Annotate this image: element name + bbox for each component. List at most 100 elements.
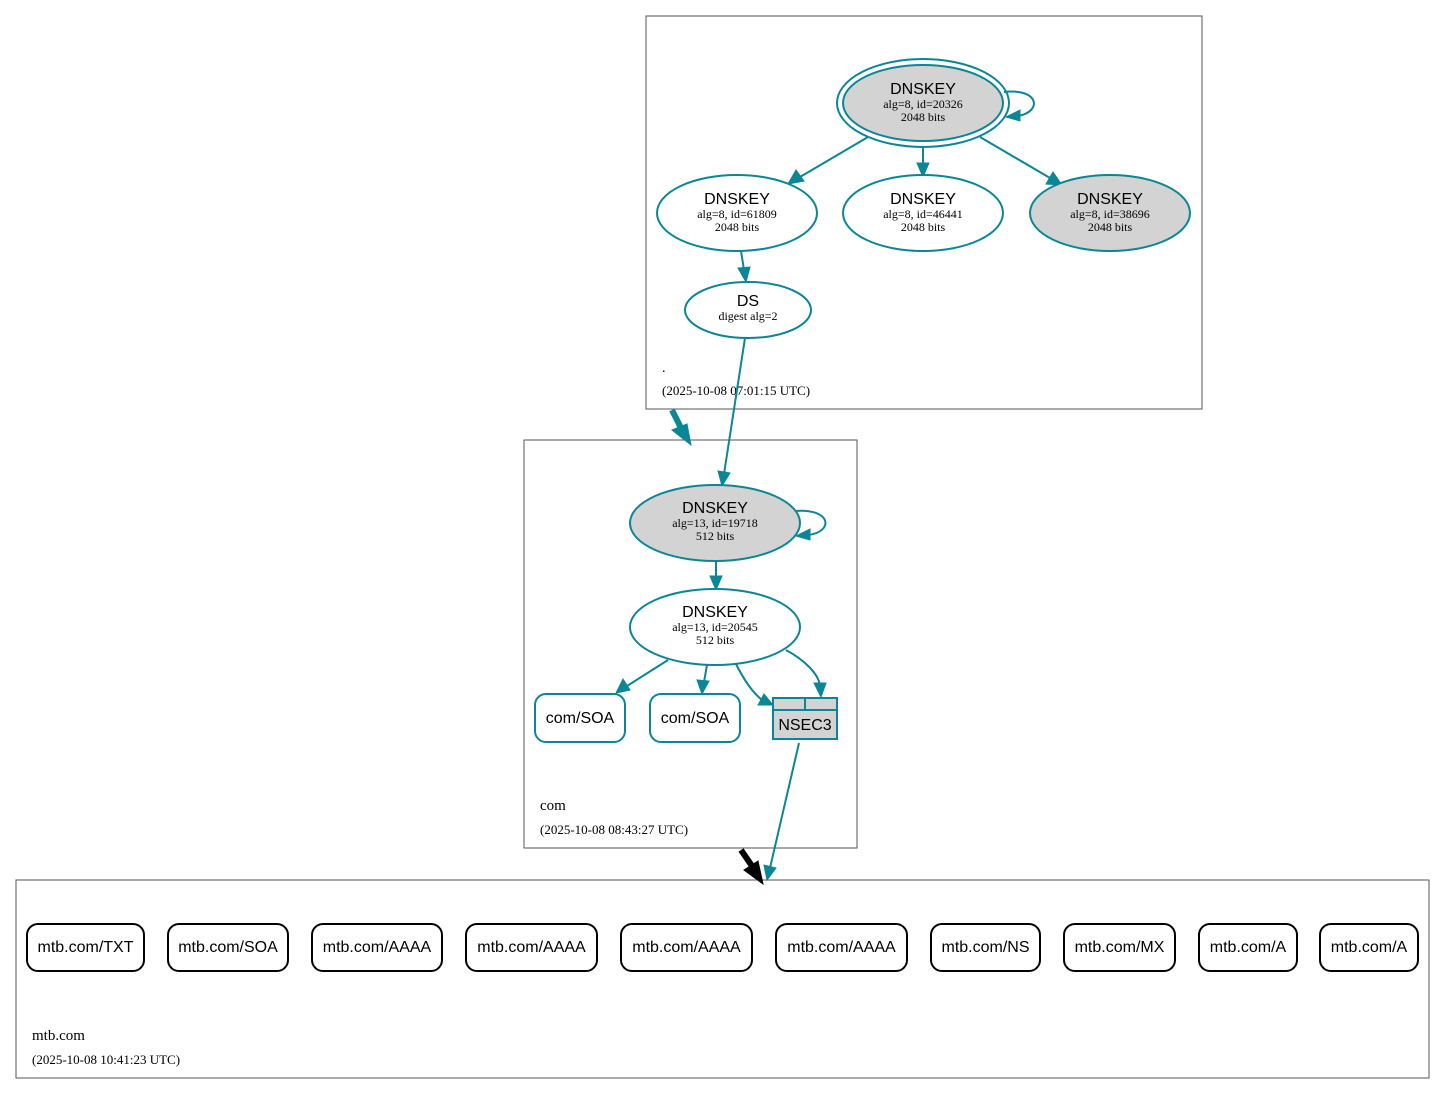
record-box (1198, 923, 1298, 972)
edge-com-zsk-to-soa2 (703, 664, 708, 683)
com-zsk-node[interactable]: DNSKEY alg=13, id=20545 512 bits (629, 588, 801, 666)
record-node[interactable]: mtb.com/A (1198, 923, 1298, 972)
com-soa1-node[interactable]: com/SOA (534, 693, 626, 743)
root-zsk1-ellipse (656, 174, 818, 252)
root-ksk-line2: 2048 bits (901, 110, 946, 124)
mtb-zone-name: mtb.com (32, 1028, 85, 1044)
root-zsk1-node[interactable]: DNSKEY alg=8, id=61809 2048 bits (656, 174, 818, 252)
arrow-com-zsk-to-soa2 (696, 679, 710, 696)
com-zone-timestamp: (2025-10-08 08:43:27 UTC) (540, 822, 688, 837)
edge-root-zsk1-to-ds (740, 250, 745, 271)
arrow-com-zsk-to-nsec3-a (757, 693, 775, 706)
record-node[interactable]: mtb.com/AAAA (311, 923, 443, 972)
root-zsk3-line1: alg=8, id=38696 (1070, 207, 1150, 221)
record-box (167, 923, 289, 972)
com-zsk-line1: alg=13, id=20545 (672, 620, 758, 634)
arrow-root-ksk-to-zsk3 (1045, 171, 1063, 186)
arrow-root-ksk-to-zsk1 (787, 169, 805, 185)
mtb-zone-timestamp: (2025-10-08 10:41:23 UTC) (32, 1052, 180, 1067)
root-zsk2-line1: alg=8, id=46441 (883, 207, 963, 221)
arrow-nsec3-to-mtb (763, 864, 777, 882)
arrow-root-ksk-to-zsk2 (916, 162, 930, 179)
record-label: mtb.com/TXT (37, 939, 133, 956)
record-box (311, 923, 443, 972)
record-node[interactable]: mtb.com/A (1319, 923, 1419, 972)
record-label: mtb.com/A (1210, 939, 1287, 956)
record-node[interactable]: mtb.com/AAAA (775, 923, 908, 972)
com-ksk-node[interactable]: DNSKEY alg=13, id=19718 512 bits (629, 484, 801, 562)
edge-com-zsk-to-nsec3-a (735, 663, 763, 701)
com-soa1-box (534, 693, 626, 743)
edge-com-zsk-to-soa1 (626, 659, 669, 687)
root-zsk2-title: DNSKEY (890, 191, 956, 208)
arrow-delegation-root-to-com (671, 423, 692, 447)
record-box (1063, 923, 1176, 972)
record-list: mtb.com/TXT mtb.com/SOA mtb.com/AAAA mtb… (26, 923, 1419, 972)
edge-root-ksk-to-zsk1 (799, 136, 869, 178)
com-zsk-ellipse (629, 588, 801, 666)
com-soa2-box (649, 693, 741, 743)
root-zsk2-ellipse (842, 174, 1004, 252)
edge-nsec3-to-mtb (769, 742, 800, 869)
record-node[interactable]: mtb.com/AAAA (465, 923, 598, 972)
root-ksk-outer-ring (836, 58, 1010, 148)
edge-delegation-com-to-mtb (738, 848, 755, 868)
nsec3-label: NSEC3 (778, 717, 831, 734)
edge-com-zsk-to-nsec3-b (785, 649, 821, 686)
edge-root-ksk-self (1003, 90, 1035, 117)
root-zsk2-line2: 2048 bits (901, 220, 946, 234)
record-box (775, 923, 908, 972)
com-ksk-title: DNSKEY (682, 500, 748, 517)
arrow-com-ksk-self (794, 528, 811, 541)
record-label: mtb.com/NS (941, 939, 1029, 956)
ds-node[interactable]: DS digest alg=2 (684, 281, 812, 339)
arrow-com-ksk-to-com-zsk (709, 575, 723, 592)
edge-root-ksk-to-zsk3 (979, 136, 1051, 179)
root-ksk-node[interactable]: DNSKEY alg=8, id=20326 2048 bits (836, 58, 1010, 148)
root-ksk-ellipse (842, 64, 1004, 142)
com-zsk-line2: 512 bits (696, 633, 735, 647)
arrow-delegation-com-to-mtb (743, 860, 764, 886)
arrow-com-zsk-to-nsec3-b (813, 682, 827, 699)
nsec3-node[interactable]: NSEC3 (772, 697, 838, 740)
ds-title: DS (737, 293, 759, 310)
root-zone-name: . (662, 361, 666, 376)
arrow-ds-to-com-ksk (717, 470, 731, 488)
com-zsk-title: DNSKEY (682, 604, 748, 621)
record-label: mtb.com/A (1331, 939, 1408, 956)
mtb-zone-box (15, 879, 1430, 1079)
record-label: mtb.com/MX (1075, 939, 1165, 956)
record-box (930, 923, 1041, 972)
root-zsk1-title: DNSKEY (704, 191, 770, 208)
com-ksk-ellipse (629, 484, 801, 562)
root-zsk3-title: DNSKEY (1077, 191, 1143, 208)
com-zone-name: com (540, 798, 566, 814)
record-label: mtb.com/AAAA (632, 939, 741, 956)
record-box (1319, 923, 1419, 972)
com-soa2-node[interactable]: com/SOA (649, 693, 741, 743)
root-ksk-line1: alg=8, id=20326 (883, 97, 963, 111)
com-ksk-line1: alg=13, id=19718 (672, 516, 758, 530)
record-node[interactable]: mtb.com/TXT (26, 923, 145, 972)
root-zsk3-ellipse (1029, 174, 1191, 252)
root-zone-box (645, 15, 1203, 410)
record-box (465, 923, 598, 972)
root-zsk2-node[interactable]: DNSKEY alg=8, id=46441 2048 bits (842, 174, 1004, 252)
com-ksk-line2: 512 bits (696, 529, 735, 543)
record-node[interactable]: mtb.com/MX (1063, 923, 1176, 972)
root-ksk-title: DNSKEY (890, 81, 956, 98)
ds-ellipse (684, 281, 812, 339)
arrow-root-ksk-self (1004, 109, 1021, 122)
root-zsk1-line2: 2048 bits (715, 220, 760, 234)
record-box (26, 923, 145, 972)
edge-ds-to-com-ksk (723, 337, 746, 475)
com-soa1-label: com/SOA (546, 710, 615, 727)
record-label: mtb.com/SOA (178, 939, 278, 956)
edge-com-ksk-self (794, 509, 827, 536)
record-node[interactable]: mtb.com/NS (930, 923, 1041, 972)
arrow-root-zsk1-to-ds (737, 266, 751, 284)
record-node[interactable]: mtb.com/SOA (167, 923, 289, 972)
root-zsk3-node[interactable]: DNSKEY alg=8, id=38696 2048 bits (1029, 174, 1191, 252)
root-zsk1-line1: alg=8, id=61809 (697, 207, 777, 221)
record-node[interactable]: mtb.com/AAAA (620, 923, 753, 972)
